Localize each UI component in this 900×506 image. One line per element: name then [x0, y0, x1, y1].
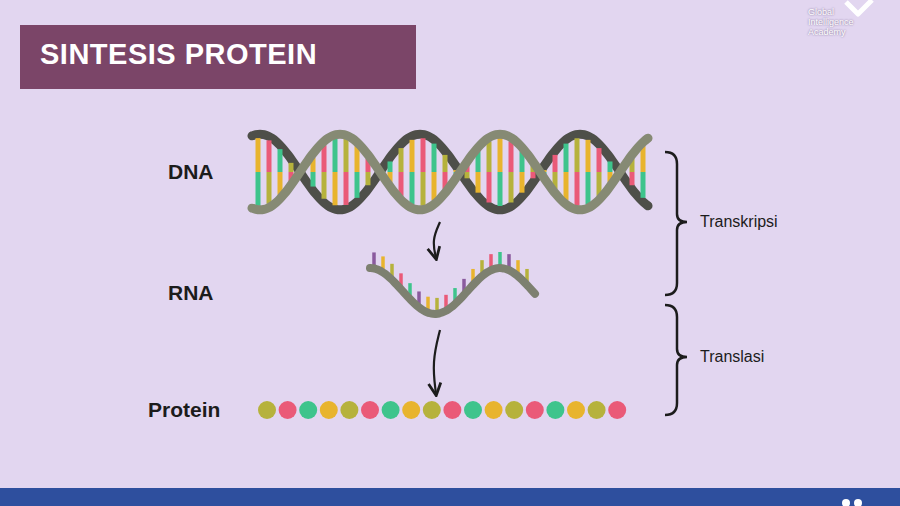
molecule-label: DNA: [168, 160, 214, 184]
process-label: Translasi: [700, 348, 764, 366]
protein-chain: [258, 401, 626, 419]
process-arrow: [434, 330, 440, 394]
watermark: Global Intelligence Academy: [808, 8, 872, 38]
bracket: [665, 152, 687, 295]
process-label: Transkripsi: [700, 213, 778, 231]
logo-mark: [846, 0, 872, 14]
dna-helix: [252, 134, 648, 210]
process-arrow: [434, 222, 440, 258]
title-text: SINTESIS PROTEIN: [40, 38, 317, 71]
molecule-label: RNA: [168, 281, 214, 305]
molecule-node: Protein: [256, 398, 630, 422]
bracket: [665, 305, 687, 415]
title-band: [20, 25, 416, 89]
rna-strand: [370, 252, 535, 314]
footer-dot: [842, 499, 850, 506]
molecule-node: RNA: [368, 262, 538, 324]
footer-bar: [0, 488, 900, 506]
footer-dot: [854, 499, 862, 506]
molecule-label: Protein: [148, 398, 220, 422]
molecule-node: DNA: [250, 128, 650, 216]
